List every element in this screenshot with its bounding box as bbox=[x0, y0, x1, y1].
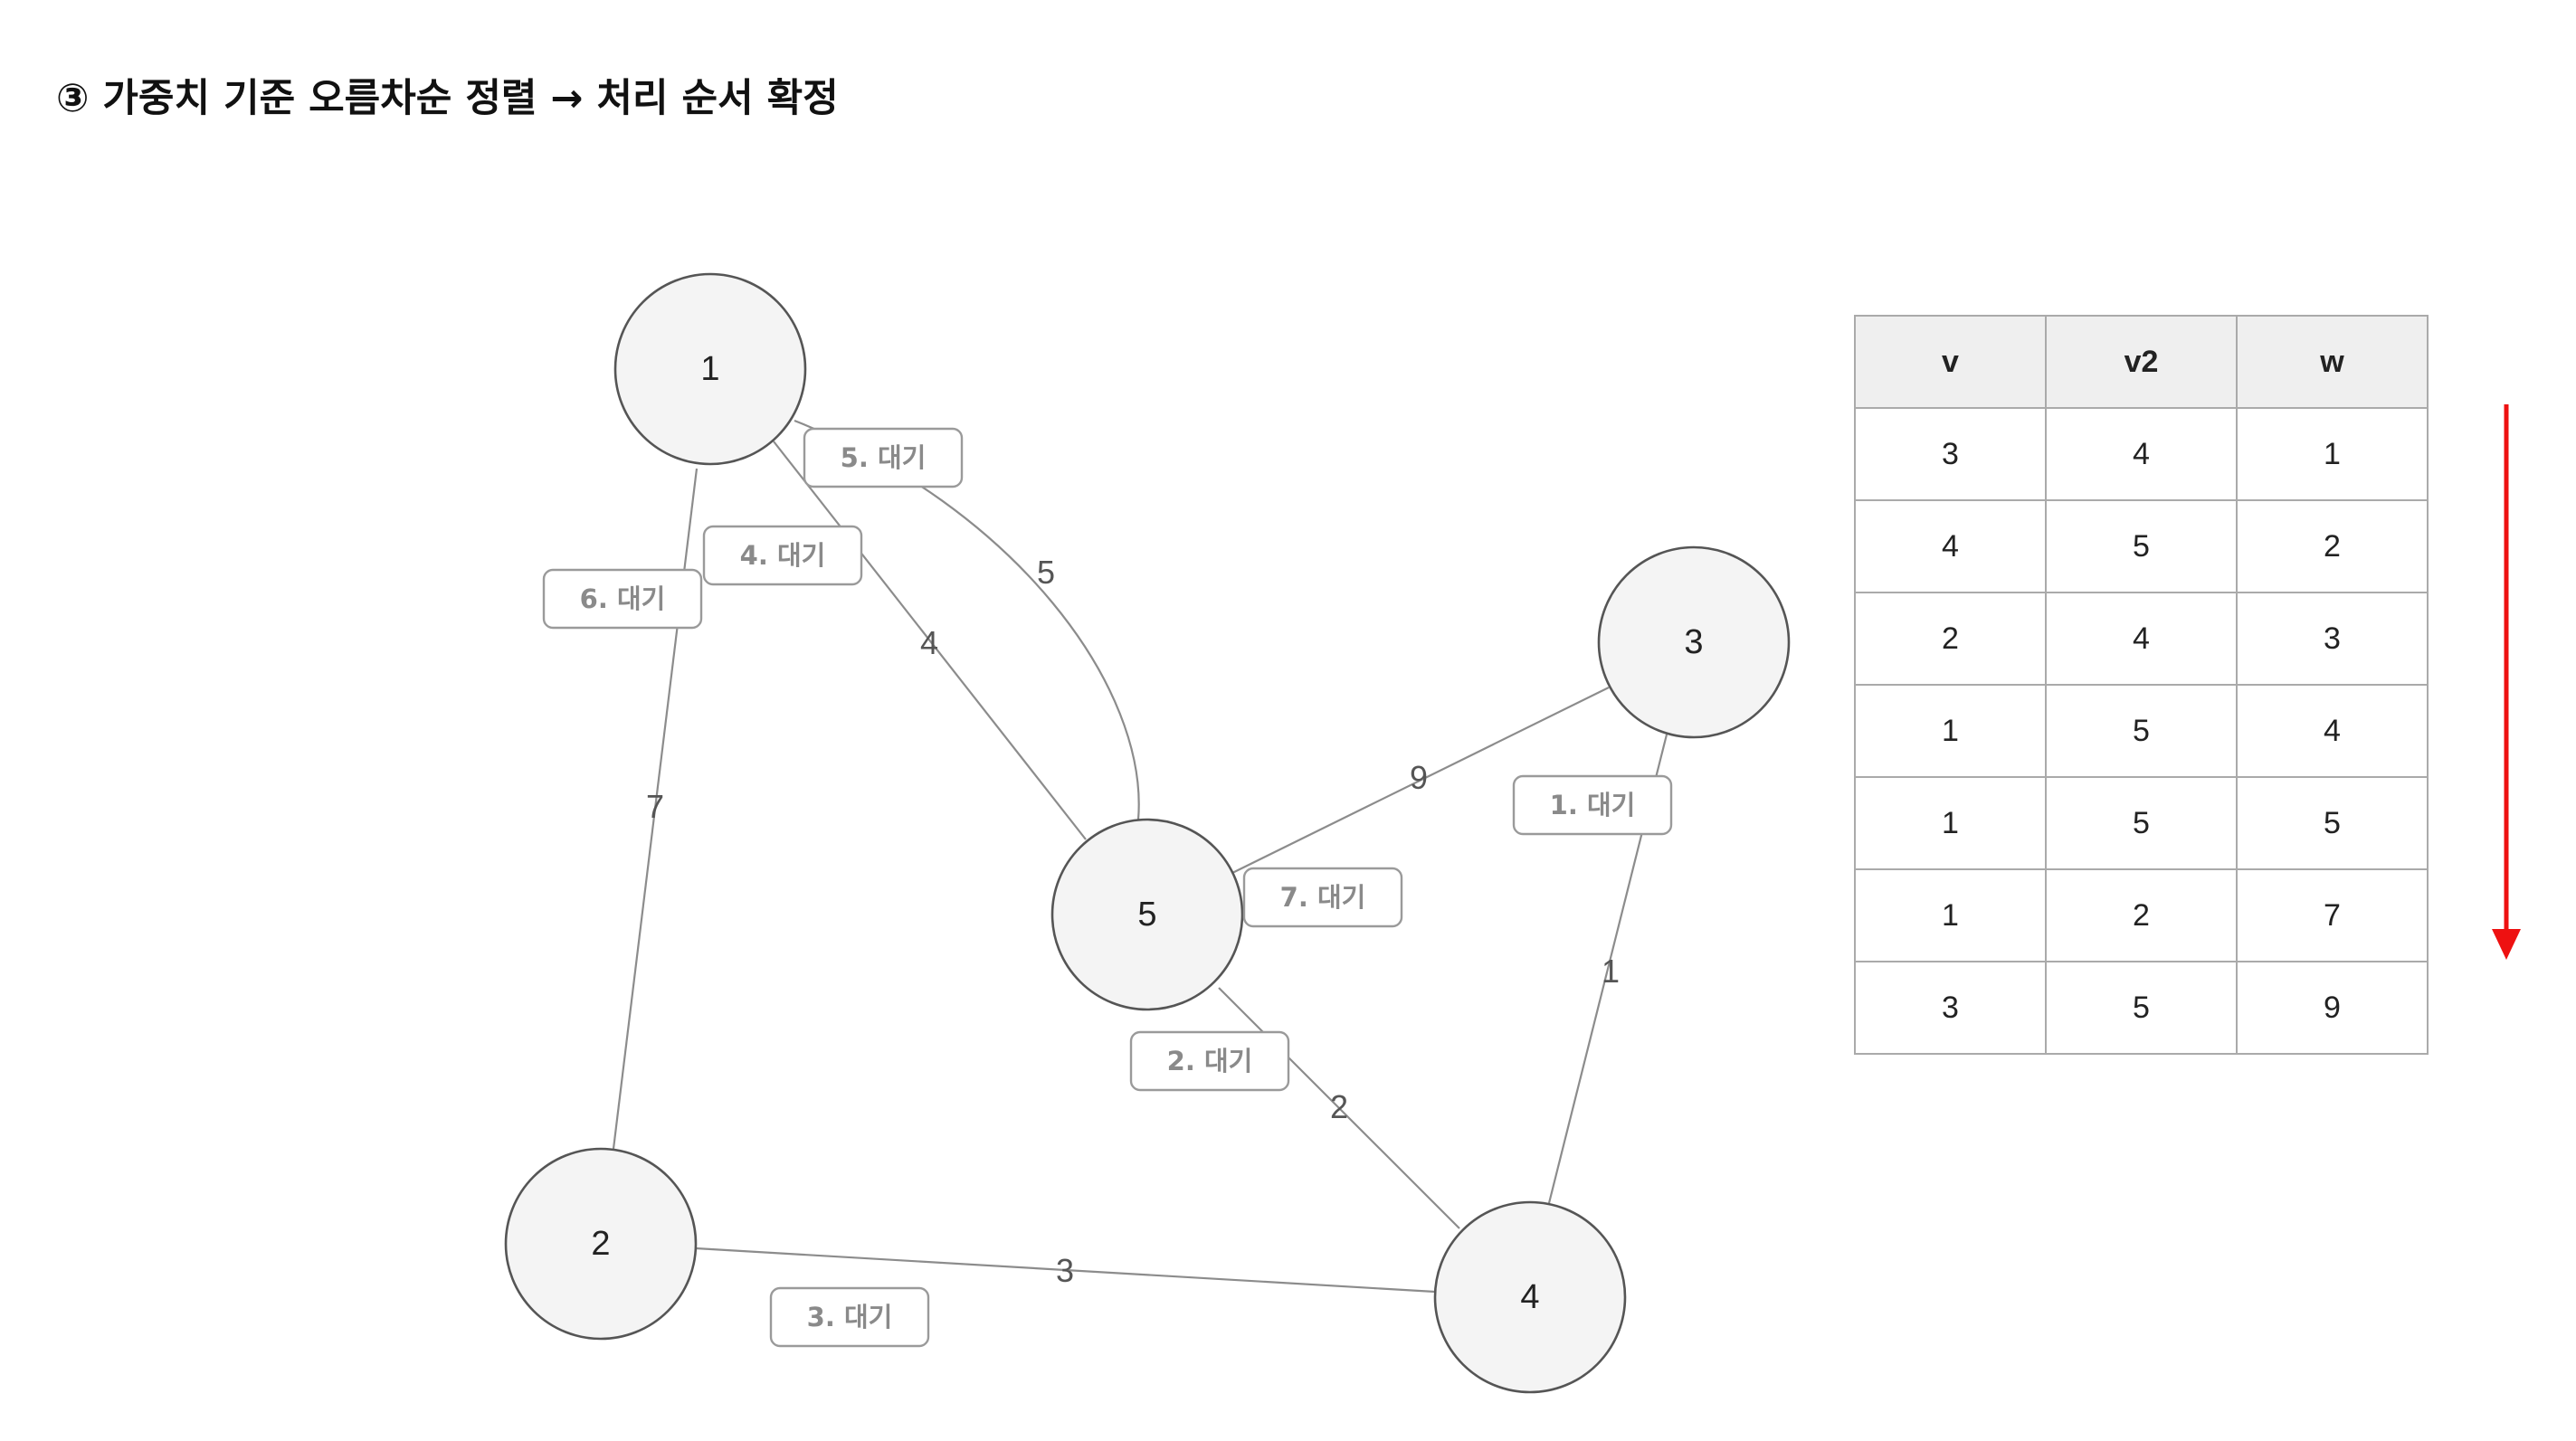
status-label: 1. 대기 bbox=[1550, 790, 1636, 820]
node-label: 4 bbox=[1520, 1278, 1539, 1316]
weight-label-2: 2 bbox=[1330, 1088, 1348, 1125]
sorted-edge-table: v v2 w 3 4 1 4 5 2 2 4 3 1 5 4 1 5 5 bbox=[1854, 315, 2429, 1055]
node-1: 1 bbox=[613, 272, 807, 466]
node-2: 2 bbox=[504, 1147, 698, 1341]
weight-label-3: 3 bbox=[1056, 1252, 1074, 1289]
weight-label-4: 4 bbox=[920, 624, 938, 661]
status-badge-4: 4. 대기 bbox=[702, 525, 863, 586]
table-row: 3 5 9 bbox=[1854, 961, 2429, 1055]
column-header-v: v bbox=[1854, 315, 2047, 409]
edge-weights: 7 4 5 9 1 2 3 bbox=[646, 554, 1620, 1289]
table-cell: 4 bbox=[1854, 499, 2047, 593]
edge-2-4 bbox=[695, 1247, 1436, 1294]
node-label: 3 bbox=[1684, 623, 1703, 661]
column-header-w: w bbox=[2236, 315, 2429, 409]
status-label: 4. 대기 bbox=[740, 540, 826, 571]
table-row: 1 2 7 bbox=[1854, 868, 2429, 962]
status-label: 6. 대기 bbox=[580, 583, 666, 614]
table-cell: 5 bbox=[2236, 776, 2429, 870]
edge-5-4 bbox=[1218, 987, 1460, 1229]
node-label: 2 bbox=[591, 1225, 610, 1263]
weight-label-1: 1 bbox=[1602, 953, 1620, 990]
table-header-row: v v2 w bbox=[1854, 315, 2429, 409]
table-cell: 4 bbox=[2045, 592, 2238, 686]
table-cell: 5 bbox=[2045, 776, 2238, 870]
sort-order-arrow-icon bbox=[2492, 404, 2521, 960]
table-cell: 4 bbox=[2045, 407, 2238, 501]
graph-nodes: 1 2 3 4 5 bbox=[504, 272, 1791, 1394]
table-row: 1 5 4 bbox=[1854, 684, 2429, 778]
table-cell: 2 bbox=[1854, 592, 2047, 686]
table-row: 3 4 1 bbox=[1854, 407, 2429, 501]
column-header-v2: v2 bbox=[2045, 315, 2238, 409]
status-label: 5. 대기 bbox=[841, 442, 927, 473]
status-label: 2. 대기 bbox=[1167, 1046, 1253, 1076]
table-cell: 1 bbox=[1854, 776, 2047, 870]
status-label: 7. 대기 bbox=[1280, 882, 1366, 913]
status-badge-7: 7. 대기 bbox=[1242, 867, 1403, 928]
weight-label-9: 9 bbox=[1410, 759, 1428, 796]
table-cell: 2 bbox=[2236, 499, 2429, 593]
status-label: 3. 대기 bbox=[807, 1302, 893, 1332]
node-label: 1 bbox=[700, 350, 719, 388]
status-badge-6: 6. 대기 bbox=[542, 568, 703, 630]
table-cell: 3 bbox=[2236, 592, 2429, 686]
edge-3-5 bbox=[1231, 687, 1610, 874]
weight-label-5: 5 bbox=[1037, 554, 1055, 591]
table-cell: 3 bbox=[1854, 961, 2047, 1055]
edge-1-5-w4 bbox=[773, 441, 1087, 840]
table-cell: 3 bbox=[1854, 407, 2047, 501]
node-3: 3 bbox=[1597, 545, 1791, 739]
table-cell: 1 bbox=[2236, 407, 2429, 501]
table-cell: 5 bbox=[2045, 684, 2238, 778]
node-label: 5 bbox=[1137, 896, 1156, 934]
table-cell: 4 bbox=[2236, 684, 2429, 778]
status-badge-1: 1. 대기 bbox=[1512, 774, 1673, 836]
status-badges: 6. 대기 4. 대기 5. 대기 7. 대기 1. 대기 2. 대기 3. 대… bbox=[542, 427, 1673, 1348]
table-cell: 9 bbox=[2236, 961, 2429, 1055]
table-cell: 7 bbox=[2236, 868, 2429, 962]
table-cell: 1 bbox=[1854, 868, 2047, 962]
table-cell: 2 bbox=[2045, 868, 2238, 962]
table-row: 1 5 5 bbox=[1854, 776, 2429, 870]
node-5: 5 bbox=[1050, 818, 1244, 1011]
table-cell: 1 bbox=[1854, 684, 2047, 778]
weight-label-7: 7 bbox=[646, 788, 664, 825]
table-cell: 5 bbox=[2045, 961, 2238, 1055]
node-4: 4 bbox=[1433, 1200, 1627, 1394]
status-badge-2: 2. 대기 bbox=[1129, 1030, 1290, 1092]
status-badge-5: 5. 대기 bbox=[803, 427, 964, 488]
table-row: 4 5 2 bbox=[1854, 499, 2429, 593]
table-cell: 5 bbox=[2045, 499, 2238, 593]
table-row: 2 4 3 bbox=[1854, 592, 2429, 686]
page-title: ③ 가중치 기준 오름차순 정렬 → 처리 순서 확정 bbox=[56, 76, 839, 121]
status-badge-3: 3. 대기 bbox=[769, 1286, 930, 1348]
